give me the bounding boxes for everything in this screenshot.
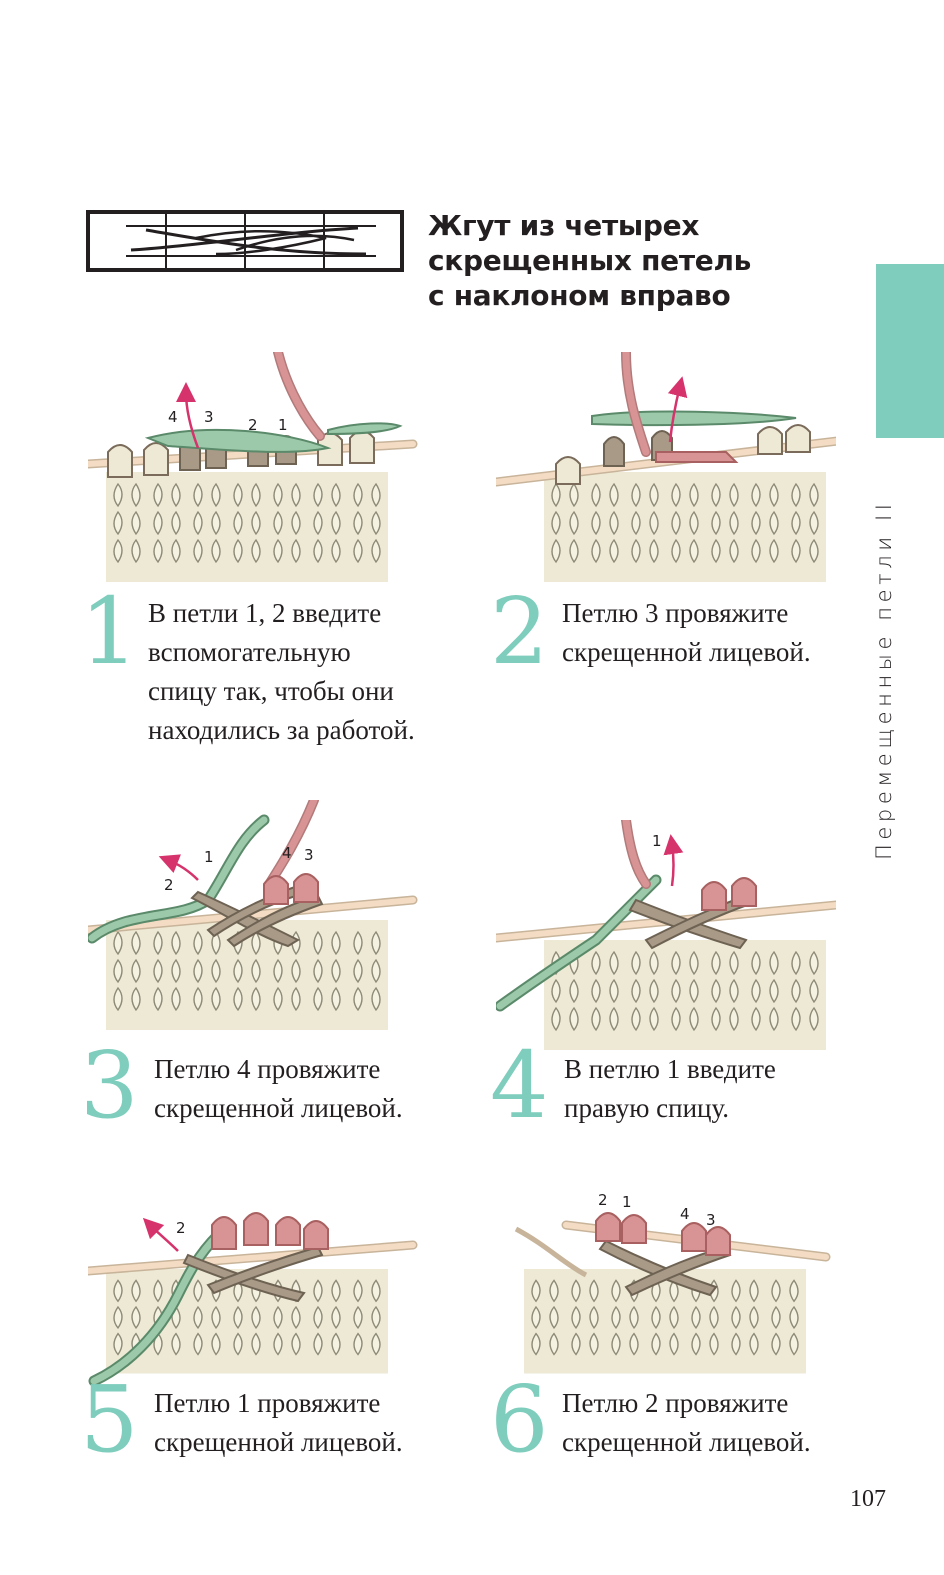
step-4-number: 4 (490, 1032, 549, 1139)
step-3-label-1: 1 (204, 848, 214, 866)
step-1-text: В петли 1, 2 введите вспомогательную спи… (148, 594, 415, 750)
step-2-illustration-icon (496, 352, 836, 582)
title-line-1: Жгут из четырех (428, 209, 700, 242)
step-4-text: В петлю 1 введите правую спицу. (564, 1050, 776, 1128)
step-4-line: В петлю 1 введите (564, 1054, 776, 1084)
step-6-number: 6 (490, 1366, 549, 1473)
step-1-illustration-icon: 4 3 2 1 (88, 352, 418, 582)
step-4-label-1: 1 (652, 832, 662, 850)
step-2-line: Петлю 3 провяжите (562, 598, 789, 628)
step-6-label-4: 4 (680, 1205, 690, 1223)
step-3-label-4: 4 (282, 844, 292, 862)
step-1-line: вспомогательную (148, 637, 351, 667)
step-6-line: скрещенной лицевой. (562, 1427, 811, 1457)
step-1-line: спицу так, чтобы они (148, 676, 394, 706)
step-3-line: Петлю 4 провяжите (154, 1054, 381, 1084)
step-2-number: 2 (490, 578, 549, 685)
step-5-illustration-icon: 2 (88, 1212, 418, 1387)
step-6-label-3: 3 (706, 1211, 716, 1229)
section-tab (876, 264, 944, 438)
step-1-label-1: 1 (278, 416, 288, 434)
step-6-label-2: 2 (598, 1191, 608, 1209)
step-5-text: Петлю 1 провяжите скрещенной лицевой. (154, 1384, 403, 1462)
step-3-illustration-icon: 1 4 3 2 (88, 800, 418, 1030)
step-5-label-2: 2 (176, 1219, 186, 1237)
step-5-number: 5 (80, 1366, 139, 1473)
step-6-line: Петлю 2 провяжите (562, 1388, 789, 1418)
step-3-label-2: 2 (164, 876, 174, 894)
step-1-number: 1 (80, 578, 139, 685)
step-3-text: Петлю 4 провяжите скрещенной лицевой. (154, 1050, 403, 1128)
step-2-line: скрещенной лицевой. (562, 637, 811, 667)
step-6-text: Петлю 2 провяжите скрещенной лицевой. (562, 1384, 811, 1462)
step-6-illustration-icon: 2 1 4 3 (514, 1191, 831, 1375)
step-5-line: Петлю 1 провяжите (154, 1388, 381, 1418)
title-line-3: с наклоном вправо (428, 279, 731, 312)
step-1-label-4: 4 (168, 408, 178, 426)
title-line-2: скрещенных петель (428, 244, 752, 277)
step-4-line: правую спицу. (564, 1093, 730, 1123)
cable-chart-symbol-icon (86, 210, 404, 272)
page-number: 107 (850, 1486, 886, 1512)
step-3-line: скрещенной лицевой. (154, 1093, 403, 1123)
step-3-number: 3 (80, 1032, 139, 1139)
step-1-line: находились за работой. (148, 715, 415, 745)
step-1-line: В петли 1, 2 введите (148, 598, 382, 628)
step-6-label-1: 1 (622, 1193, 632, 1211)
step-1-label-3: 3 (204, 408, 214, 426)
step-1-label-2: 2 (248, 416, 258, 434)
step-3-label-3: 3 (304, 846, 314, 864)
page-title: Жгут из четырех скрещенных петель с накл… (428, 208, 751, 313)
section-side-label-text: Перемещенные петли II (872, 499, 896, 860)
step-2-text: Петлю 3 провяжите скрещенной лицевой. (562, 594, 811, 672)
step-5-line: скрещенной лицевой. (154, 1427, 403, 1457)
step-4-illustration-icon: 1 (496, 820, 836, 1050)
